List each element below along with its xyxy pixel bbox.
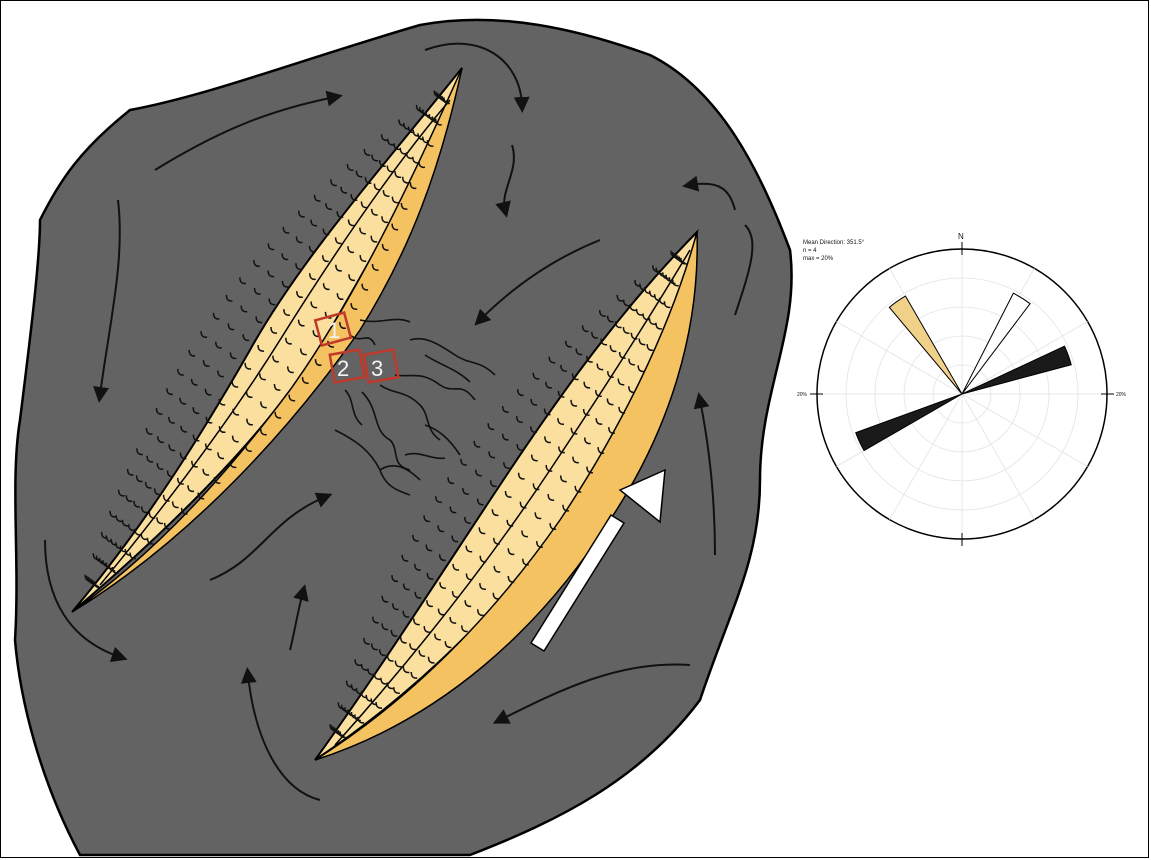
rose-info-line-1: Mean Direction: 351.5° [803, 240, 865, 246]
sample-label-3: 3 [371, 356, 383, 381]
sample-label-2: 2 [337, 356, 349, 381]
rose-right-ring-label: 20% [1116, 392, 1127, 398]
rose-left-ring-label: 20% [797, 392, 808, 398]
rose-diagram: Mean Direction: 351.5° n = 4 max = 20% N… [797, 232, 1127, 546]
rose-info-line-3: max = 20% [803, 256, 834, 262]
rose-north-label: N [958, 232, 964, 241]
rose-info-line-2: n = 4 [803, 248, 817, 254]
rose-info: Mean Direction: 351.5° n = 4 max = 20% [803, 240, 865, 262]
sample-label-1: 1 [328, 318, 340, 343]
